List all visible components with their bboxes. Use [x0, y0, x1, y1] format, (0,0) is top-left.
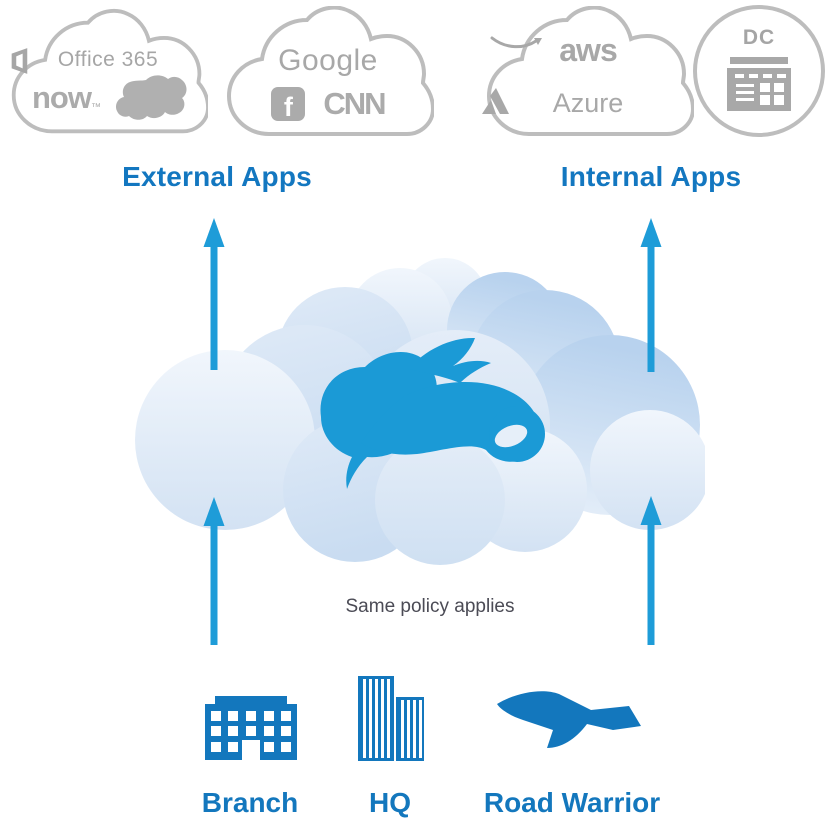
aws-smile-icon	[490, 36, 542, 49]
google-wordmark: Google	[278, 44, 378, 77]
zscaler-cloud	[135, 258, 705, 565]
hq-label: HQ	[369, 787, 411, 818]
zscaler-logo	[320, 337, 545, 489]
saas-cloud-1: Office 365 now™	[8, 6, 208, 148]
dc-label: DC	[742, 26, 776, 49]
dc-circle: DC	[692, 4, 826, 138]
internal-apps-label: Internal Apps	[560, 161, 742, 192]
cnn-wordmark: CNN	[323, 86, 386, 121]
arrow-up-from-roadwarrior-icon	[640, 496, 662, 645]
office365-wordmark: Office 365	[57, 48, 159, 71]
iaas-cloud: aws Azure	[482, 6, 694, 148]
dc-building-icon	[727, 57, 791, 111]
same-policy-caption: Same policy applies	[345, 596, 515, 617]
servicenow-wordmark: now™	[32, 80, 101, 115]
branch-label: Branch	[201, 787, 299, 818]
road-warrior-label: Road Warrior	[483, 787, 661, 818]
arrow-up-to-internal-icon	[640, 218, 662, 372]
azure-wordmark: Azure	[552, 88, 624, 118]
facebook-logo-icon: f	[271, 87, 306, 121]
saas-cloud-2: Google f CNN	[222, 6, 434, 148]
aws-wordmark: aws	[559, 32, 617, 68]
road-warrior-plane-icon	[497, 691, 641, 748]
hq-buildings-icon	[358, 676, 424, 761]
arrow-up-to-external-icon	[203, 218, 225, 370]
external-apps-label: External Apps	[122, 161, 312, 192]
arrow-up-from-branch-icon	[203, 497, 225, 645]
azure-logo-icon	[482, 88, 509, 114]
branch-building-icon	[205, 696, 297, 760]
salesforce-logo-icon	[116, 75, 187, 120]
office-logo-icon	[11, 48, 28, 74]
